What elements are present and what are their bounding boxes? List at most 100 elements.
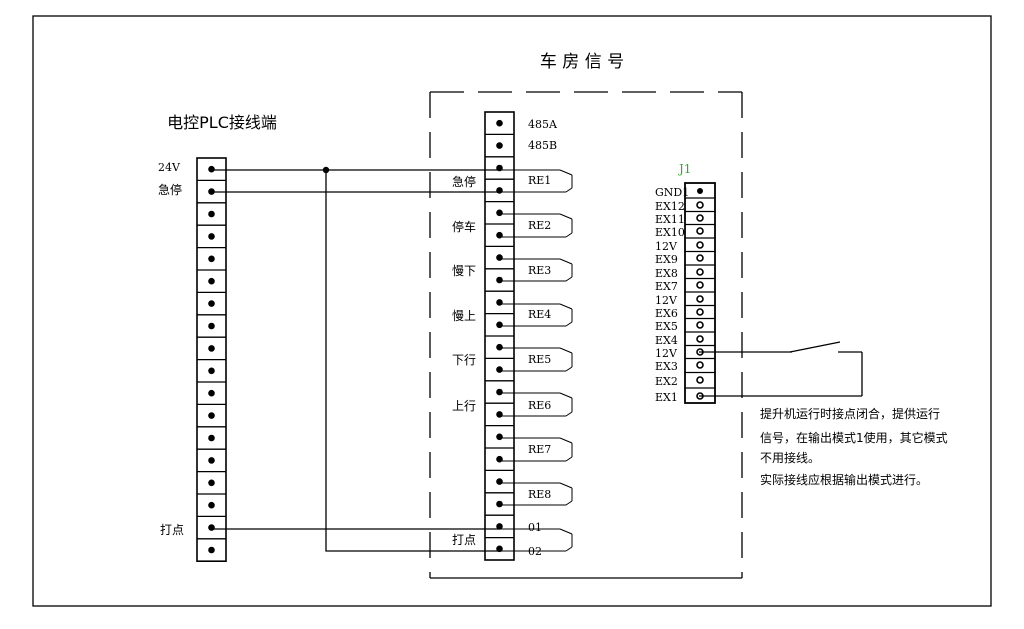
j1-pin-ex7: EX7 xyxy=(655,280,678,293)
j1-pin-ex2: EX2 xyxy=(655,375,678,388)
center-terminal xyxy=(496,276,503,284)
center-terminal xyxy=(496,187,503,194)
label-485b: 485B xyxy=(528,139,557,152)
center-terminal xyxy=(496,119,503,127)
plc-terminal xyxy=(208,524,215,531)
relay-contact xyxy=(499,213,573,238)
j1-pin-ex9: EX9 xyxy=(655,253,678,266)
j1-terminal xyxy=(696,376,704,384)
j1-terminal xyxy=(696,241,704,249)
plc-terminal xyxy=(208,389,215,397)
signal-box-enclosure xyxy=(429,91,743,579)
j1-connector xyxy=(684,182,716,404)
center-terminal xyxy=(496,321,503,329)
plc-terminal xyxy=(208,300,215,307)
func-label-slow-down: 慢下 xyxy=(452,264,476,278)
j1-pin-ex5: EX5 xyxy=(655,320,678,333)
plc-terminal xyxy=(208,479,215,487)
center-terminal xyxy=(496,523,503,530)
center-terminal xyxy=(496,343,503,351)
plc-terminal xyxy=(208,233,215,240)
j1-terminal xyxy=(696,335,704,343)
func-label-stop: 停车 xyxy=(452,219,476,234)
j1-terminal xyxy=(697,188,703,194)
note-line-4: 实际接线应根据输出模式进行。 xyxy=(760,472,928,487)
relay-contacts xyxy=(499,169,573,552)
outer-frame xyxy=(32,15,992,607)
j1-pin-ex4: EX4 xyxy=(655,334,678,347)
relay-contact xyxy=(499,392,573,417)
center-terminal xyxy=(496,500,503,508)
center-terminal xyxy=(496,455,503,463)
plc-terminal xyxy=(208,210,215,218)
j1-terminal xyxy=(696,227,704,235)
plc-label-dadian: 打点 xyxy=(160,523,184,537)
j1-terminal xyxy=(696,321,704,329)
label-01: 01 xyxy=(528,521,542,534)
center-terminal xyxy=(496,231,503,239)
plc-terminal-strip xyxy=(196,157,227,563)
j1-pin-gnd1: GND1 xyxy=(655,186,689,199)
func-label-down: 下行 xyxy=(452,353,476,367)
relay-contact xyxy=(499,482,573,506)
relay-label-re4: RE4 xyxy=(528,308,551,321)
relay-label-re6: RE6 xyxy=(528,399,551,412)
center-terminal xyxy=(496,254,503,261)
j1-terminal xyxy=(696,295,704,303)
external-switch xyxy=(699,341,863,397)
j1-pin-ex10: EX10 xyxy=(655,226,685,239)
plc-terminal xyxy=(208,434,215,442)
relay-contact xyxy=(499,169,573,193)
j1-terminal xyxy=(696,214,704,222)
plc-terminal xyxy=(208,546,215,554)
j1-pin-ex3: EX3 xyxy=(655,360,678,373)
plc-terminal xyxy=(208,367,215,375)
plc-label-24v: 24V xyxy=(158,161,181,174)
plc-terminal xyxy=(208,277,215,285)
j1-terminal xyxy=(696,281,704,289)
j1-title: J1 xyxy=(677,162,691,176)
center-terminal xyxy=(496,209,503,217)
wires xyxy=(211,166,499,552)
relay-label-re8: RE8 xyxy=(528,488,551,501)
relay-contact xyxy=(499,437,573,462)
func-label-slow-up: 慢上 xyxy=(452,309,476,323)
center-terminal xyxy=(496,478,503,485)
func-label-dadian: 打点 xyxy=(452,533,476,547)
j1-pin-ex12: EX12 xyxy=(655,200,685,213)
j1-terminal xyxy=(696,308,704,316)
relay-label-re1: RE1 xyxy=(528,174,551,187)
j1-terminal xyxy=(696,361,704,369)
label-485a: 485A xyxy=(528,118,558,131)
plc-terminal xyxy=(208,412,215,419)
j1-pin-ex11: EX11 xyxy=(655,213,685,226)
center-terminal xyxy=(496,299,503,306)
relay-label-re5: RE5 xyxy=(528,353,551,366)
relay-contact xyxy=(499,303,573,327)
relay-label-re2: RE2 xyxy=(528,219,551,232)
plc-label-estop: 急停 xyxy=(158,182,182,197)
center-terminal xyxy=(496,388,503,396)
plc-title: 电控PLC接线端 xyxy=(167,113,277,132)
note-line-2: 信号，在输出模式1使用，其它模式 xyxy=(760,430,948,445)
plc-terminal xyxy=(208,165,215,173)
j1-pin-ex1: EX1 xyxy=(655,391,678,404)
relay-contact xyxy=(499,347,573,372)
plc-terminal xyxy=(208,501,215,509)
j1-terminal xyxy=(696,201,704,209)
center-terminal-strip xyxy=(484,111,515,561)
center-terminal xyxy=(496,142,503,149)
func-label-up: 上行 xyxy=(452,399,476,413)
note-line-1: 提升机运行时接点闭合，提供运行 xyxy=(760,406,940,421)
j1-terminal xyxy=(696,268,704,276)
j1-pin-labels: GND1 EX12 EX11 EX10 12V EX9 EX8 EX7 12V … xyxy=(655,186,689,404)
center-terminal xyxy=(496,366,503,373)
plc-terminal xyxy=(208,322,215,330)
center-terminal xyxy=(496,433,503,441)
plc-terminal xyxy=(208,457,215,464)
func-label-estop: 急停 xyxy=(452,174,476,189)
j1-pin-12v-b: 12V xyxy=(655,294,678,307)
junction-dot xyxy=(322,166,330,174)
relay-label-re7: RE7 xyxy=(528,443,551,456)
